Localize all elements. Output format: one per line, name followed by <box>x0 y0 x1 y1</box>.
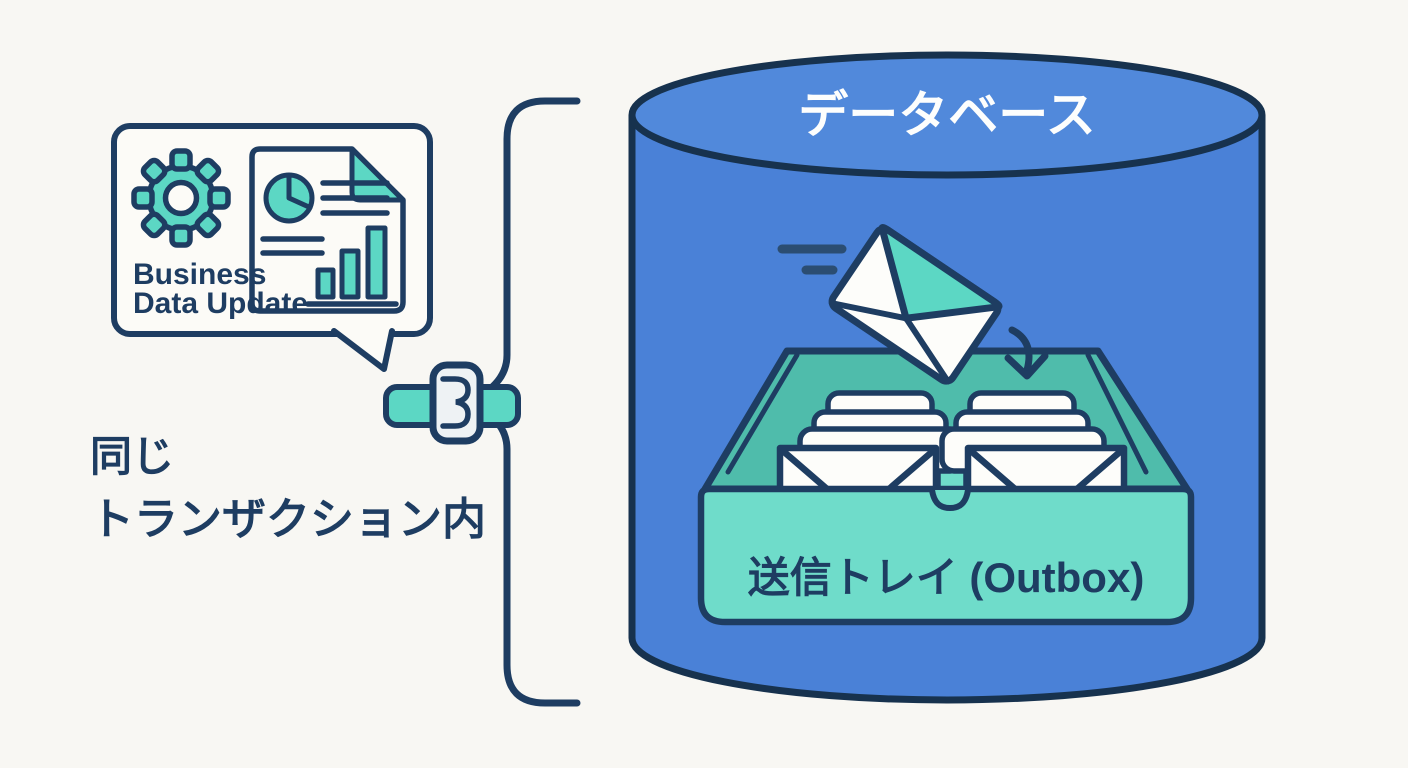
flying-envelope-icon <box>828 224 1003 385</box>
belt-buckle-detail <box>440 376 471 429</box>
database-cylinder: データベース <box>628 51 1266 704</box>
tray-front-notch <box>929 489 971 512</box>
gear-icon <box>131 148 231 248</box>
transaction-label-line1: 同じ <box>90 433 174 480</box>
speech-bubble: Business Data Update <box>111 123 433 372</box>
bubble-caption-line2: Data Update <box>133 287 308 320</box>
transaction-label-line2: トランザクション内 <box>90 495 486 544</box>
text-lines-icon <box>260 180 390 256</box>
speed-lines-icon <box>777 244 847 275</box>
document-chart-icon <box>249 146 406 314</box>
outbox-tray-icon: 送信トレイ (Outbox) <box>697 347 1195 626</box>
bubble-caption-line1: Business <box>133 258 266 291</box>
belt-strap-icon <box>383 361 521 445</box>
curved-down-arrow-icon <box>1004 326 1049 380</box>
speech-bubble-tail <box>331 328 395 372</box>
tray-wall-edges <box>725 352 1149 475</box>
outbox-label: 送信トレイ (Outbox) <box>748 554 1145 601</box>
database-top <box>628 51 1266 179</box>
bar-chart-icon <box>305 225 399 307</box>
database-title: データベース <box>798 87 1096 143</box>
transaction-label: 同じ トランザクション内 <box>90 433 486 544</box>
tray-front-face <box>697 485 1195 626</box>
pie-chart-icon <box>263 172 315 224</box>
